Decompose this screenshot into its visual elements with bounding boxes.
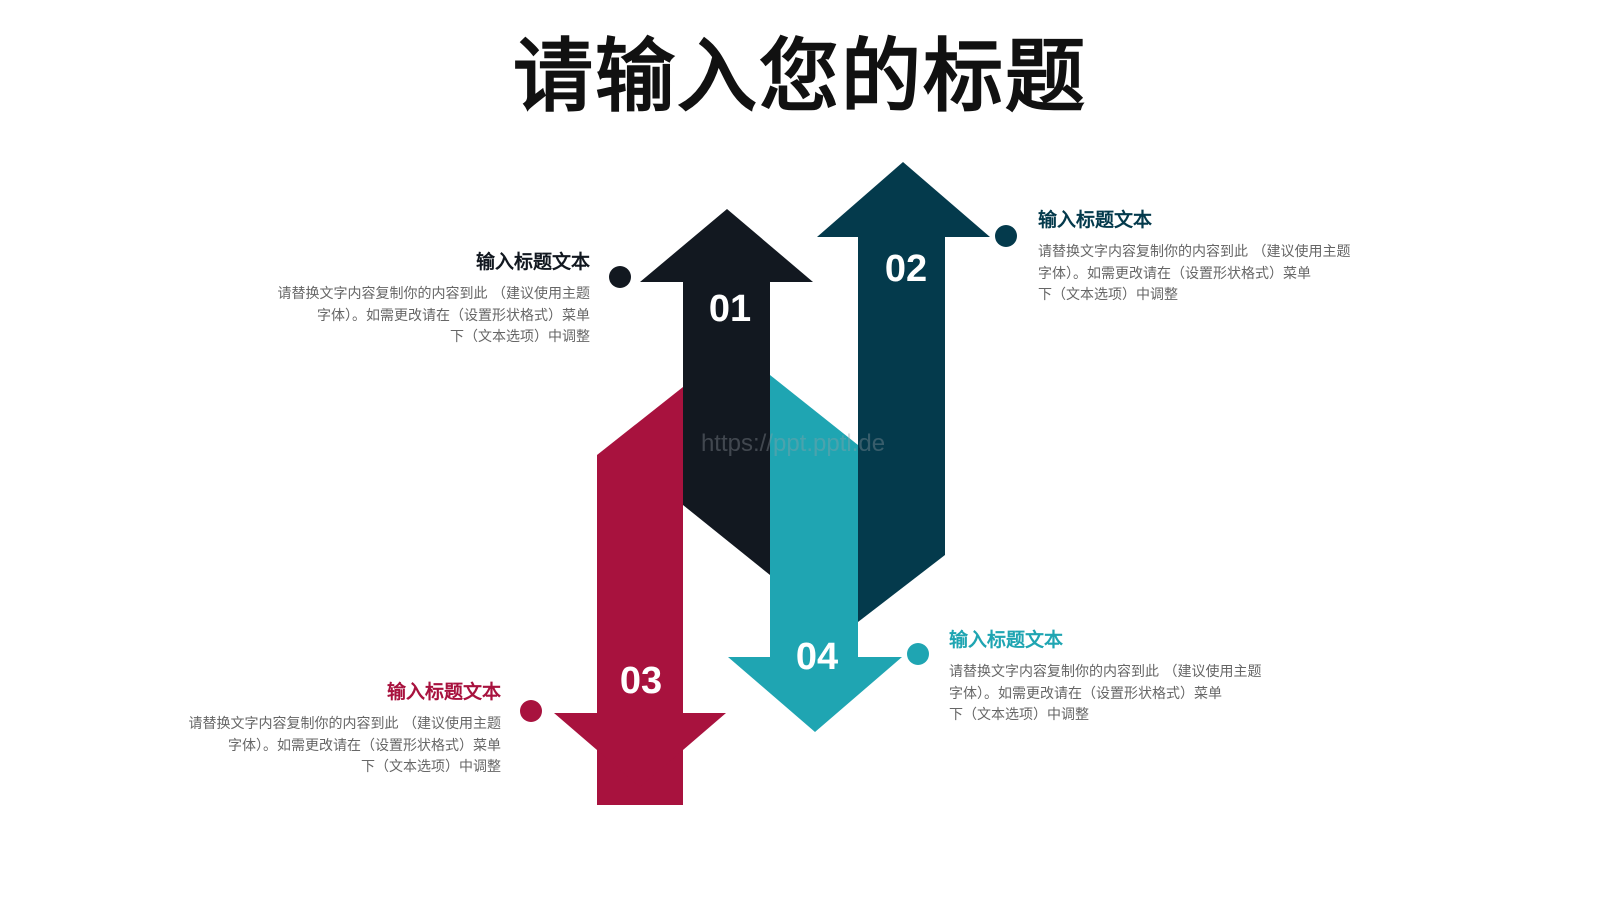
arrow-01 <box>683 280 770 575</box>
step-03-text: 输入标题文本 请替换文字内容复制你的内容到此 （建议使用主题 字体）。如需更改请… <box>101 678 501 779</box>
step-02-body-line: 下（文本选项）中调整 <box>1038 287 1178 303</box>
page-title: 请输入您的标题 <box>513 30 1087 123</box>
step-02-body-line: 字体）。如需更改请在（设置形状格式）菜单 <box>1038 265 1311 282</box>
step-04-body-line: 下（文本选项）中调整 <box>949 707 1089 723</box>
arrow-01-head <box>640 209 813 282</box>
watermark: https://ppt.pptl.de <box>701 430 885 457</box>
step-02-number: 02 <box>885 248 927 290</box>
arrow-02-head <box>817 162 990 237</box>
step-02-body: 请替换文字内容复制你的内容到此 （建议使用主题 字体）。如需更改请在（设置形状格… <box>1038 242 1438 307</box>
arrow-04 <box>770 375 858 660</box>
step-04-dot <box>907 643 929 665</box>
step-04-body-line: 请替换文字内容复制你的内容到此 （建议使用主题 <box>949 664 1262 680</box>
step-01-text: 输入标题文本 请替换文字内容复制你的内容到此 （建议使用主题 字体）。如需更改请… <box>190 248 590 349</box>
arrow-02 <box>858 235 945 622</box>
arrow-03 <box>597 387 683 805</box>
arrow-04-head <box>728 657 902 732</box>
step-04-number: 04 <box>796 636 838 678</box>
step-01-body-line: 下（文本选项）中调整 <box>450 329 590 345</box>
step-01-number: 01 <box>709 288 751 330</box>
step-01-dot <box>609 266 631 288</box>
step-02-title: 输入标题文本 <box>1038 209 1153 231</box>
step-01-body-line: 请替换文字内容复制你的内容到此 （建议使用主题 <box>277 286 590 302</box>
step-01-body-line: 字体）。如需更改请在（设置形状格式）菜单 <box>317 307 590 324</box>
step-01-body: 请替换文字内容复制你的内容到此 （建议使用主题 字体）。如需更改请在（设置形状格… <box>190 284 590 349</box>
step-03-body-line: 下（文本选项）中调整 <box>361 759 501 775</box>
step-04-title: 输入标题文本 <box>949 629 1064 651</box>
step-04-text: 输入标题文本 请替换文字内容复制你的内容到此 （建议使用主题 字体）。如需更改请… <box>949 626 1349 727</box>
step-03-number: 03 <box>620 660 662 702</box>
step-04-body-line: 字体）。如需更改请在（设置形状格式）菜单 <box>949 685 1222 702</box>
step-01-title: 输入标题文本 <box>475 251 590 273</box>
step-03-body: 请替换文字内容复制你的内容到此 （建议使用主题 字体）。如需更改请在（设置形状格… <box>101 714 501 779</box>
step-03-body-line: 字体）。如需更改请在（设置形状格式）菜单 <box>228 737 501 754</box>
step-03-body-line: 请替换文字内容复制你的内容到此 （建议使用主题 <box>188 716 501 732</box>
step-02-dot <box>995 225 1017 247</box>
step-04-body: 请替换文字内容复制你的内容到此 （建议使用主题 字体）。如需更改请在（设置形状格… <box>949 662 1349 727</box>
step-02-text: 输入标题文本 请替换文字内容复制你的内容到此 （建议使用主题 字体）。如需更改请… <box>1038 206 1438 307</box>
step-03-title: 输入标题文本 <box>386 681 501 703</box>
arrow-03-head <box>554 713 726 787</box>
step-03-dot <box>520 700 542 722</box>
step-02-body-line: 请替换文字内容复制你的内容到此 （建议使用主题 <box>1038 244 1351 260</box>
